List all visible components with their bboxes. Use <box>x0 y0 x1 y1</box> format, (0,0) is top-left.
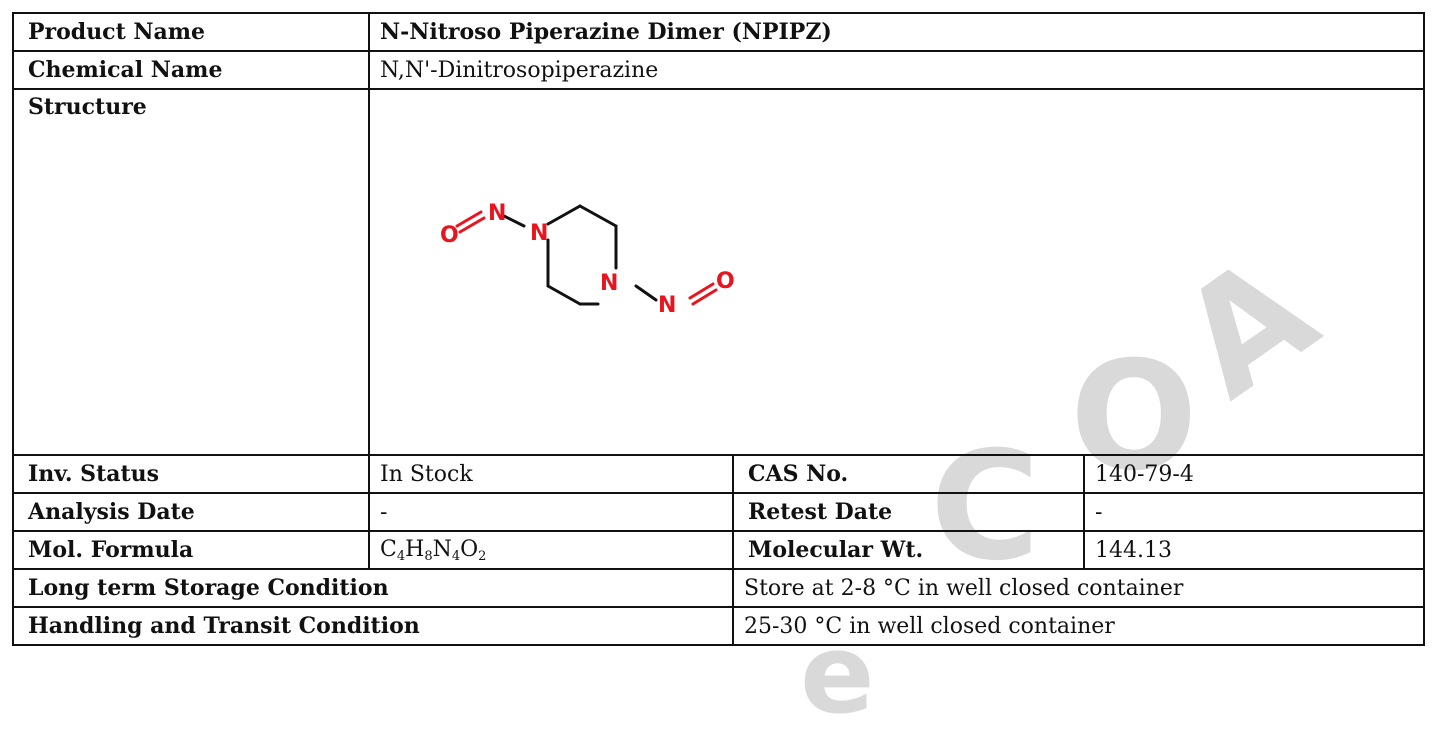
cas-no-value: 140-79-4 <box>1083 454 1425 494</box>
retest-date-value: - <box>1083 492 1425 532</box>
row-structure: Structure <box>12 88 1425 456</box>
retest-date-label: Retest Date <box>732 492 1085 532</box>
handling-transit-value: 25-30 °C in well closed container <box>732 606 1425 646</box>
cas-no-label: CAS No. <box>732 454 1085 494</box>
long-term-storage-label: Long term Storage Condition <box>12 568 734 608</box>
product-name-label: Product Name <box>12 12 370 52</box>
molecular-wt-value: 144.13 <box>1083 530 1425 570</box>
structure-label: Structure <box>12 88 370 456</box>
row-product-name: Product Name N-Nitroso Piperazine Dimer … <box>12 12 1425 52</box>
atom-o1: O <box>440 223 459 248</box>
row-handling-transit: Handling and Transit Condition 25-30 °C … <box>12 606 1425 646</box>
structure-image: O N N N N O <box>368 88 1425 456</box>
row-mol-formula: Mol. Formula C4H8N4O2 Molecular Wt. 144.… <box>12 530 1425 570</box>
long-term-storage-value: Store at 2-8 °C in well closed container <box>732 568 1425 608</box>
row-inv-status: Inv. Status In Stock CAS No. 140-79-4 <box>12 454 1425 494</box>
row-analysis-date: Analysis Date - Retest Date - <box>12 492 1425 532</box>
molecular-wt-label: Molecular Wt. <box>732 530 1085 570</box>
chemical-name-label: Chemical Name <box>12 50 370 90</box>
atom-n2: N <box>530 221 548 246</box>
inv-status-value: In Stock <box>368 454 734 494</box>
atom-n1: N <box>488 201 506 226</box>
mol-formula-value: C4H8N4O2 <box>368 530 734 570</box>
row-chemical-name: Chemical Name N,N'-Dinitrosopiperazine <box>12 50 1425 90</box>
atom-n3: N <box>600 271 618 296</box>
chemical-name-value: N,N'-Dinitrosopiperazine <box>368 50 1425 90</box>
row-long-term-storage: Long term Storage Condition Store at 2-8… <box>12 568 1425 608</box>
atom-n4: N <box>658 293 676 318</box>
coa-table: Product Name N-Nitroso Piperazine Dimer … <box>12 12 1425 646</box>
mol-formula-label: Mol. Formula <box>12 530 370 570</box>
analysis-date-value: - <box>368 492 734 532</box>
analysis-date-label: Analysis Date <box>12 492 370 532</box>
product-name-value: N-Nitroso Piperazine Dimer (NPIPZ) <box>368 12 1425 52</box>
dinitrosopiperazine-structure-icon: O N N N N O <box>440 201 735 318</box>
handling-transit-label: Handling and Transit Condition <box>12 606 734 646</box>
inv-status-label: Inv. Status <box>12 454 370 494</box>
atom-o2: O <box>716 269 735 294</box>
